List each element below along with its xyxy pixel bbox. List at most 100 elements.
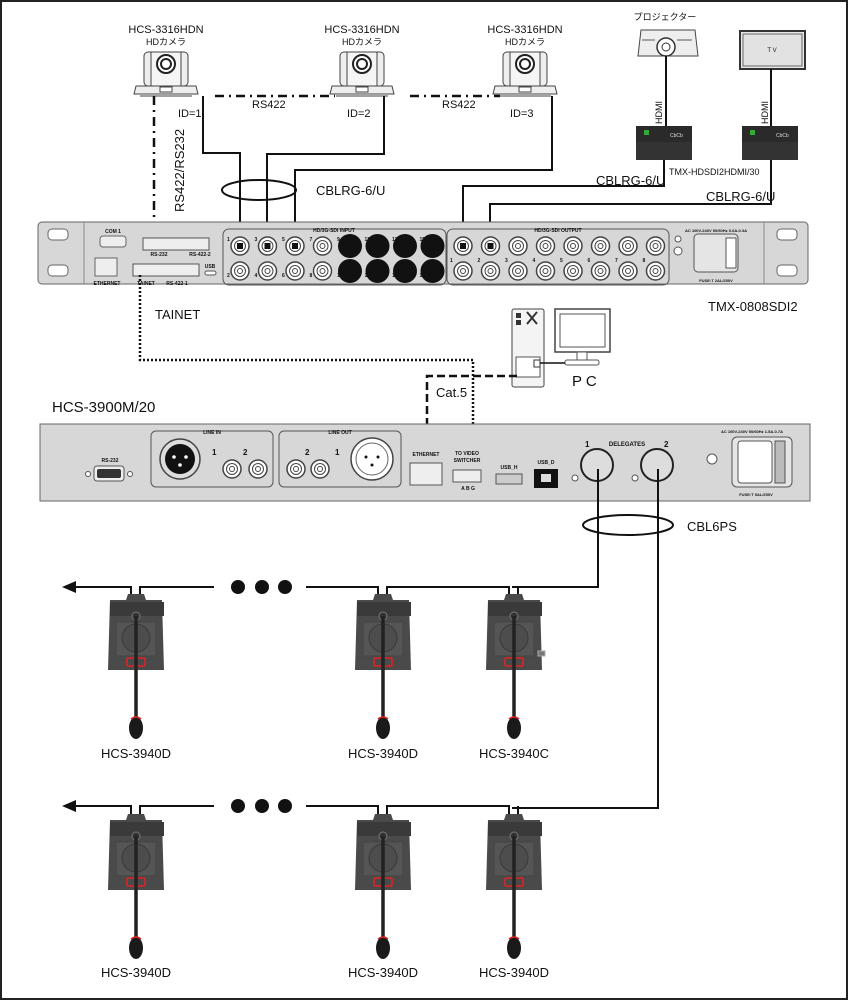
delegates-port-2-num: 2	[664, 440, 669, 449]
tv-icon	[739, 30, 806, 70]
matrix-rs422-1-label: RS-422-1	[166, 281, 188, 287]
input-port	[230, 261, 250, 281]
camera-3-model: HCS-3316HDN	[487, 24, 562, 36]
output-port	[645, 261, 666, 281]
input-port-number: 15	[420, 237, 426, 243]
input-port-number: 12	[365, 273, 371, 279]
delegate-row1-2-label: HCS-3940D	[348, 746, 418, 761]
cblrg-out1-label: CBLRG-6/U	[596, 173, 665, 188]
delegates-port-1-num: 1	[585, 440, 590, 449]
output-port	[618, 261, 638, 281]
output-title: HD/3G-SDI OUTPUT	[534, 228, 581, 234]
output-port	[590, 236, 611, 256]
delegate-row1-3-label: HCS-3940C	[479, 746, 549, 761]
row1-ellipsis-dot	[231, 580, 245, 594]
delegate-cable-1	[512, 469, 599, 588]
line-in-ch2: 2	[243, 448, 248, 457]
rs422-rs232-label: RS422/RS232	[172, 129, 187, 212]
cable-bundle-input	[221, 179, 297, 201]
input-port	[312, 236, 333, 256]
line-in-label: LINE IN	[203, 430, 221, 436]
matrix-tainet-label: TAINET	[137, 281, 155, 287]
output-port	[508, 261, 528, 281]
camera-3-icon	[492, 51, 558, 97]
row1-ellipsis-dot	[278, 580, 292, 594]
line-out-ch1: 1	[335, 448, 340, 457]
output-port	[508, 236, 528, 256]
video-cable-cam1	[202, 96, 241, 243]
delegate-row2-1-icon	[106, 812, 166, 961]
delegate-row2-3-label: HCS-3940D	[479, 965, 549, 980]
hdmi-label-1: HDMI	[654, 101, 664, 124]
row1-ellipsis-dot	[255, 580, 269, 594]
row2-ellipsis-dot	[255, 799, 269, 813]
row1-chain-right	[306, 586, 519, 600]
converter-1-icon: CbCb	[636, 126, 692, 160]
converter-label: TMX-HDSDI2HDMI/30	[669, 167, 760, 177]
delegate-row2-3-icon	[484, 812, 544, 961]
row2-ellipsis-dot	[231, 799, 245, 813]
camera-1-model: HCS-3316HDN	[128, 24, 203, 36]
pc-icon	[511, 308, 611, 388]
input-plug	[237, 243, 243, 249]
output-port-number: 8	[643, 258, 646, 264]
output-port	[590, 261, 611, 281]
input-port-number: 8	[310, 273, 313, 279]
input-port-number: 13	[392, 237, 398, 243]
output-port	[453, 261, 473, 281]
input-port-number: 11	[365, 237, 371, 243]
input-port	[312, 261, 333, 281]
usb-d-label: USB_D	[538, 460, 555, 466]
com1-label: COM 1	[105, 229, 121, 235]
blank-port	[338, 259, 362, 283]
output-port-number: 1	[450, 258, 453, 264]
input-port-number: 14	[392, 273, 398, 279]
blank-port	[393, 259, 417, 283]
cblrg-input-label: CBLRG-6/U	[316, 183, 385, 198]
unit-ethernet-label: ETHERNET	[413, 452, 440, 458]
delegate-row1-1-icon	[106, 592, 166, 741]
usb-h-label: USB_H	[501, 465, 518, 471]
unit-model: HCS-3900M/20	[52, 399, 155, 416]
line-out-ch2: 2	[305, 448, 310, 457]
delegate-row2-2-label: HCS-3940D	[348, 965, 418, 980]
delegates-label: DELEGATES	[609, 442, 645, 448]
input-port	[257, 261, 278, 281]
row2-ellipsis-dot	[278, 799, 292, 813]
delegate-row2-1-label: HCS-3940D	[101, 965, 171, 980]
matrix-model: TMX-0808SDI2	[708, 299, 798, 314]
rs422-label-1: RS422	[252, 99, 286, 111]
cat5-label: Cat.5	[436, 385, 467, 400]
cbl6ps-label: CBL6PS	[687, 519, 737, 534]
input-port-number: 1	[227, 237, 230, 243]
row1-arrow-icon	[62, 581, 76, 593]
input-port-number: 5	[282, 237, 285, 243]
camera-2-model: HCS-3316HDN	[324, 24, 399, 36]
input-port-number: 3	[255, 237, 258, 243]
input-title: HD/3G-SDI INPUT	[313, 228, 355, 234]
matrix-ethernet-label: ETHERNET	[94, 281, 121, 287]
unit-rs232-label: RS-232	[102, 458, 119, 464]
output-plug	[460, 243, 466, 249]
video-switcher-label-1: TO VIDEO	[455, 451, 479, 457]
video-cable-cam2	[266, 96, 385, 243]
input-port-number: 4	[255, 273, 258, 279]
matrix-rs422-2-label: RS-422-2	[189, 252, 211, 258]
input-plug	[264, 243, 271, 249]
svg-text:CbCb: CbCb	[670, 133, 683, 139]
delegate-row2-2-icon	[353, 812, 413, 961]
projector-label: プロジェクター	[634, 12, 697, 22]
cable-bundle-delegates	[582, 514, 674, 536]
matrix-usb-label: USB	[205, 264, 216, 270]
projector-icon	[637, 29, 699, 57]
unit-power-label: AC 100V-240V 50/60Hz 1.5A-0.7A	[721, 429, 783, 434]
tv-label: T V	[767, 48, 776, 54]
row2-arrow-icon	[62, 800, 76, 812]
matrix-rs232-label: RS-232	[151, 252, 168, 258]
output-port-number: 3	[505, 258, 508, 264]
line-out-label: LINE OUT	[328, 430, 351, 436]
output-port	[563, 236, 583, 256]
delegate-row1-1-label: HCS-3940D	[101, 746, 171, 761]
